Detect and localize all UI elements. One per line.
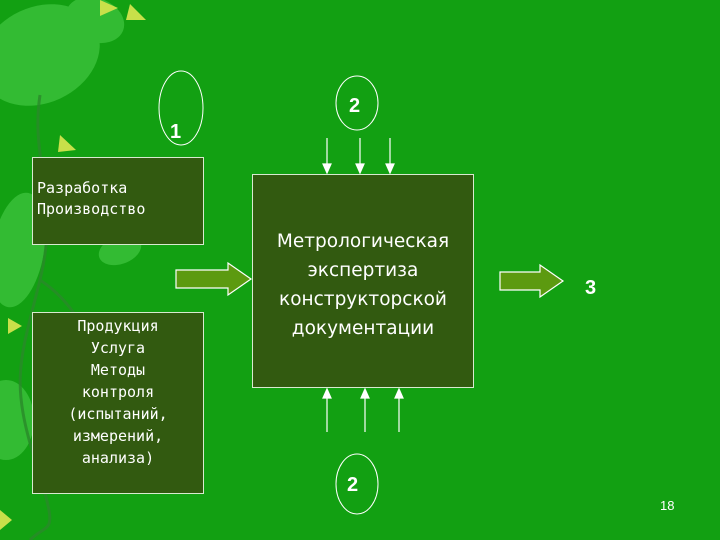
- development-production-box: Разработка Производство: [32, 157, 204, 245]
- page-number: 18: [660, 498, 675, 513]
- label-2-top: 2: [349, 95, 361, 117]
- top-arrows: [322, 138, 395, 175]
- bottom-arrows: [322, 387, 404, 432]
- label-3: 3: [585, 277, 597, 299]
- metrological-expertise-box: Метрологическая экспертиза конструкторск…: [252, 174, 474, 388]
- oval-2-top: [335, 75, 379, 131]
- leaf-shapes: [0, 0, 142, 460]
- input-block-arrow: [175, 261, 253, 297]
- label-1: 1: [170, 121, 182, 143]
- output-block-arrow: [499, 263, 565, 299]
- oval-2-bottom: [335, 453, 379, 515]
- label-2-bottom: 2: [347, 474, 359, 496]
- triangle-marks: [0, 0, 146, 530]
- product-service-box: Продукция Услуга Методы контроля (испыта…: [32, 312, 204, 494]
- oval-1: [158, 70, 204, 146]
